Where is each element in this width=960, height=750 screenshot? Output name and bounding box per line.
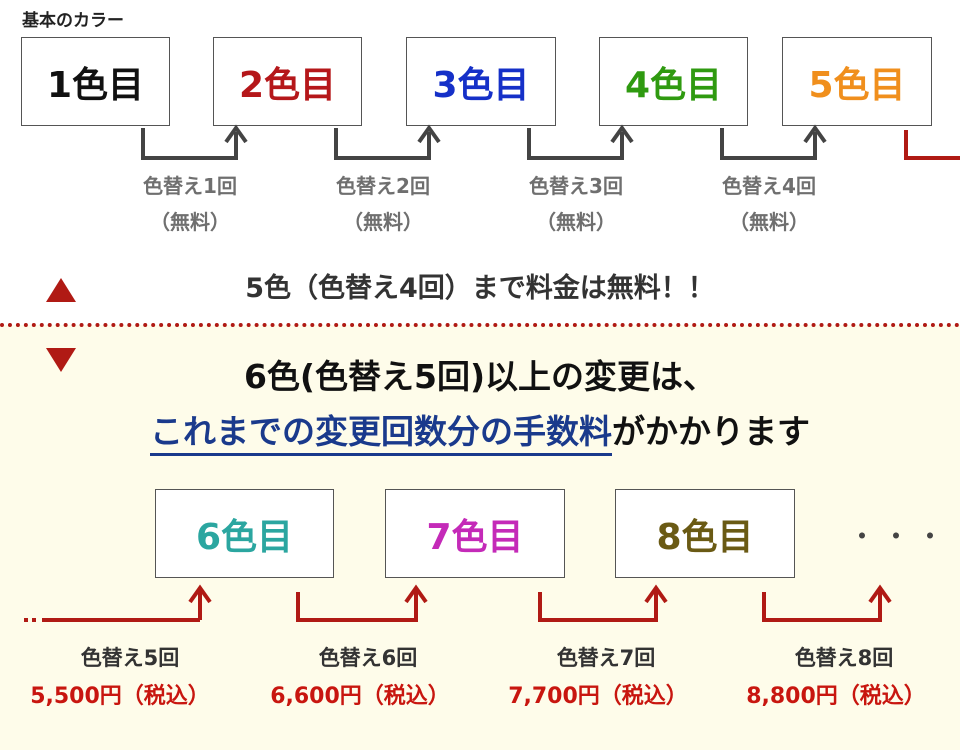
base-colors-title: 基本のカラー [22, 11, 124, 31]
paid-change-price-8: 8,800円（税込） [746, 684, 926, 709]
base-color-label: 3色目 [432, 64, 530, 106]
ellipsis: ・・・ [848, 520, 951, 553]
arrow-change-6 [296, 584, 428, 622]
free-note: （無料） [536, 210, 616, 234]
base-color-box-1: 1色目 [21, 37, 170, 126]
base-color-box-4: 4色目 [599, 37, 748, 126]
paid-change-price-5: 5,500円（税込） [30, 684, 210, 709]
base-color-box-5: 5色目 [782, 37, 932, 126]
paid-change-price-7: 7,700円（税込） [508, 684, 688, 709]
free-note: （無料） [729, 210, 809, 234]
headline-line-2: これまでの変更回数分の手数料がかかります [0, 405, 960, 456]
extra-color-box-8: 8色目 [615, 489, 795, 578]
leading-dots [24, 618, 36, 622]
paid-change-label-7: 色替え7回 [556, 646, 656, 670]
free-message: 5色（色替え4回）まで料金は無料！！ [245, 273, 715, 304]
free-change-3: 色替え3回 （無料） [501, 168, 651, 240]
paid-change-label-8: 色替え8回 [794, 646, 894, 670]
dotted-divider [0, 323, 960, 327]
extra-color-label: 8色目 [656, 516, 754, 558]
headline-highlight: これまでの変更回数分の手数料 [150, 412, 612, 456]
triangle-up-icon [46, 278, 76, 302]
arrow-change-5-start [904, 130, 960, 160]
free-note: （無料） [343, 210, 423, 234]
free-change-4: 色替え4回 （無料） [694, 168, 844, 240]
base-color-label: 4色目 [624, 64, 723, 106]
arrow-change-1 [141, 124, 248, 160]
base-color-label: 2色目 [238, 64, 337, 106]
free-note: （無料） [150, 210, 230, 234]
extra-color-label: 6色目 [195, 516, 294, 558]
base-color-label: 1色目 [46, 64, 145, 106]
base-color-box-2: 2色目 [213, 37, 362, 126]
paid-change-label-6: 色替え6回 [318, 646, 418, 670]
change-count-label: 色替え1回 [143, 174, 237, 198]
headline-rest: がかかります [612, 412, 810, 451]
arrow-change-2 [334, 124, 441, 160]
base-color-box-3: 3色目 [406, 37, 556, 126]
free-change-1: 色替え1回 （無料） [115, 168, 265, 240]
arrow-change-8 [762, 584, 892, 622]
change-count-label: 色替え2回 [336, 174, 430, 198]
extra-color-box-6: 6色目 [155, 489, 334, 578]
paid-change-price-6: 6,600円（税込） [270, 684, 450, 709]
base-color-label: 5色目 [808, 64, 906, 106]
free-change-2: 色替え2回 （無料） [308, 168, 458, 240]
extra-color-box-7: 7色目 [385, 489, 565, 578]
triangle-down-icon [46, 348, 76, 372]
arrow-change-3 [527, 124, 634, 160]
arrow-change-5-end [42, 584, 212, 622]
headline-line-1: 6色(色替え5回)以上の変更は、 [243, 357, 717, 396]
arrow-change-4 [720, 124, 827, 160]
change-count-label: 色替え3回 [529, 174, 623, 198]
change-count-label: 色替え4回 [722, 174, 816, 198]
extra-color-label: 7色目 [426, 516, 524, 558]
paid-change-label-5: 色替え5回 [80, 646, 180, 670]
arrow-change-7 [538, 584, 668, 622]
